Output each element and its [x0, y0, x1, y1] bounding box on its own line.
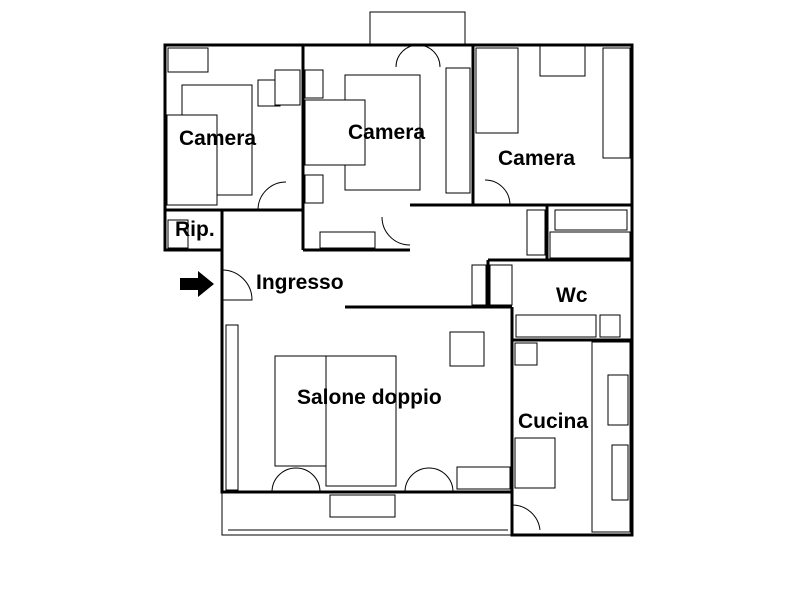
kitchen-counter	[591, 341, 631, 533]
bed-right	[475, 47, 519, 134]
room-label-camera-right: Camera	[498, 147, 576, 170]
walls	[163, 43, 634, 537]
doors	[221, 44, 541, 531]
room-label-ripostiglio: Rip.	[175, 218, 215, 241]
room-label-wc: Wc	[556, 284, 588, 307]
room-label-ingresso: Ingresso	[256, 271, 344, 294]
furniture	[166, 45, 631, 533]
room-label-camera-left: Camera	[179, 127, 257, 150]
top-balcony	[369, 11, 466, 46]
dining-table	[449, 331, 485, 367]
room-label-cucina: Cucina	[518, 410, 589, 433]
room-label-salone: Salone doppio	[297, 386, 442, 409]
room-label-camera-middle: Camera	[348, 121, 426, 144]
arrow-right-icon	[180, 271, 214, 297]
kitchen-table	[514, 437, 556, 489]
